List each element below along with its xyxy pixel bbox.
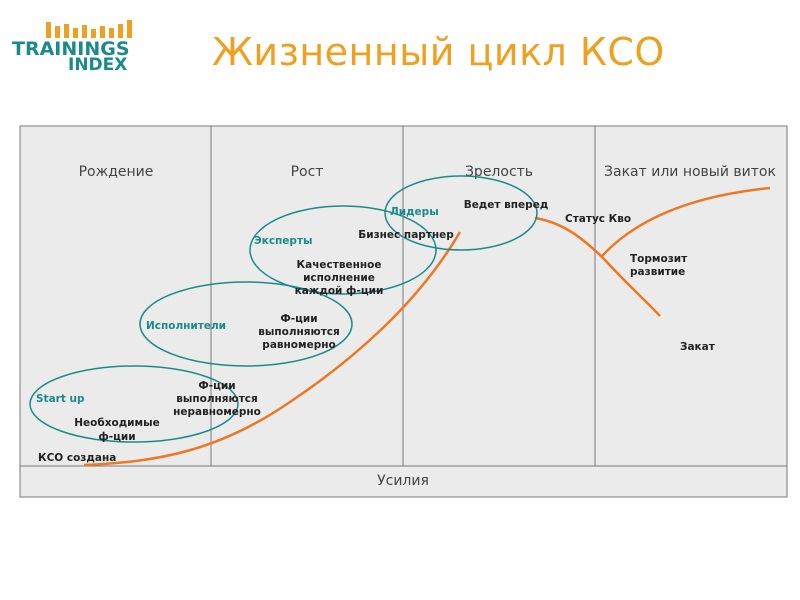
maturity-curve: [534, 216, 661, 317]
label-necessary-line2: ф-ции: [98, 431, 135, 443]
label-status-quo: Статус Кво: [565, 213, 631, 225]
role-startup: Start up: [36, 393, 85, 405]
label-uneven-line2: выполняются: [176, 393, 258, 405]
label-slows-line1: Тормозит: [630, 253, 688, 265]
trainings-index-logo: TRAININGS INDEX: [12, 20, 132, 74]
ellipse-leaders: [384, 175, 538, 251]
label-slows-line2: развитие: [630, 266, 685, 278]
phase-maturity: Зрелость: [465, 164, 533, 180]
label-quality-line1: Качественное: [297, 259, 382, 271]
logo-line1: TRAININGS: [12, 38, 130, 60]
label-quality-line3: каждой ф-ции: [295, 285, 384, 297]
label-quality-line2: исполнение: [303, 272, 375, 284]
role-leaders: Лидеры: [390, 206, 439, 218]
label-leads-forward: Ведет вперед: [464, 199, 549, 211]
label-business-partner: Бизнес партнер: [358, 229, 454, 241]
logo-line2: INDEX: [68, 55, 127, 74]
lifecycle-curve: [83, 231, 462, 467]
phase-growth: Рост: [291, 164, 324, 180]
label-even-line2: выполняются: [258, 326, 340, 338]
label-even-line1: Ф-ции: [280, 313, 317, 325]
phase-birth: Рождение: [79, 164, 154, 180]
role-executors: Исполнители: [146, 320, 226, 332]
page-title: Жизненный цикл КСО: [212, 30, 665, 74]
ellipse-startup: [29, 365, 239, 443]
logo-bars-icon: [46, 20, 132, 38]
ellipse-executors: [139, 281, 353, 367]
label-uneven-line1: Ф-ции: [198, 380, 235, 392]
ellipse-experts: [249, 205, 437, 295]
label-uneven-line3: неравномерно: [173, 406, 261, 418]
label-necessary-line1: Необходимые: [74, 417, 159, 429]
phase-decline-or-new-round: Закат или новый виток: [604, 164, 776, 180]
label-decline: Закат: [680, 341, 716, 353]
new-round-curve: [601, 186, 771, 257]
axis-label-effort: Усилия: [377, 473, 429, 489]
label-kso-created: КСО создана: [38, 452, 116, 464]
label-even-line3: равномерно: [262, 339, 335, 351]
role-experts: Эксперты: [254, 235, 313, 247]
